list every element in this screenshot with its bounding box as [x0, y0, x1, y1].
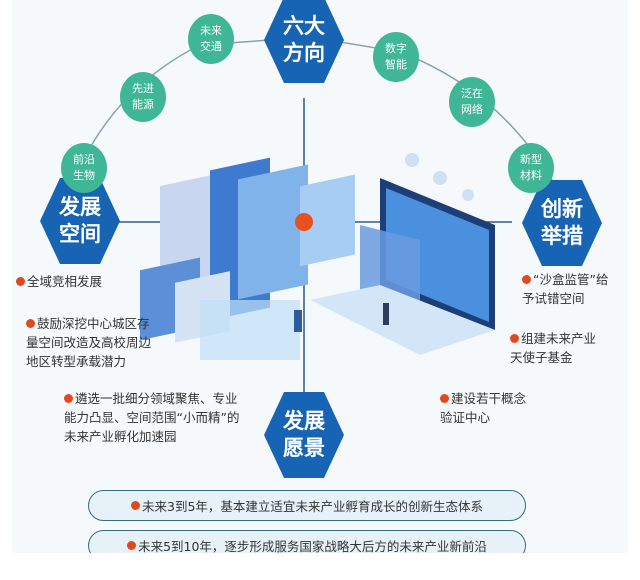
hex-label: 发展	[59, 195, 101, 219]
background	[12, 0, 628, 580]
space-item: 全域竞相发展	[16, 272, 102, 291]
vision-bar: 未来3到5年，基本建立适宜未来产业孵育成长的创新生态体系	[88, 490, 526, 521]
space-text: 能力凸显、空间范围“小而精”的	[64, 410, 240, 425]
bullet-icon	[64, 394, 73, 403]
illustration-left-screens	[140, 157, 355, 360]
direction-label: 网络	[461, 103, 483, 116]
bullet-icon	[26, 319, 35, 328]
innovation-item: 组建未来产业天使子基金	[510, 329, 596, 367]
direction-label: 新型	[520, 153, 542, 166]
space-text: 遴选一批细分领域聚焦、专业	[75, 391, 238, 406]
bullet-icon	[16, 277, 25, 286]
space-item: 遴选一批细分领域聚焦、专业能力凸显、空间范围“小而精”的未来产业孵化加速园	[64, 389, 239, 446]
innovation-item: 建设若干概念验证中心	[440, 389, 526, 427]
space-item: 鼓励深挖中心城区存量空间改造及高校周边地区转型承载潜力	[26, 314, 151, 371]
vision-text: 未来3到5年，基本建立适宜未来产业孵育成长的创新生态体系	[142, 499, 483, 514]
vision-text: 未来5到10年，逐步形成服务国家战略大后方的未来产业新前沿	[138, 539, 487, 554]
direction-circle: 先进能源	[120, 72, 166, 122]
direction-label: 数字	[385, 42, 407, 55]
direction-label: 泛在	[461, 87, 483, 100]
hex-label: 愿景	[283, 436, 325, 460]
innovation-text: 验证中心	[440, 410, 491, 425]
hex-six-directions: 六大方向	[264, 0, 344, 83]
hex-label: 发展	[283, 409, 325, 433]
direction-circle: 前沿生物	[61, 143, 107, 193]
innovation-text: 予试错空间	[522, 291, 585, 306]
direction-label: 智能	[385, 58, 407, 71]
hex-label: 创新	[541, 197, 583, 221]
direction-label: 前沿	[73, 153, 95, 166]
bullet-icon	[131, 501, 141, 510]
direction-circle: 数字智能	[373, 32, 419, 82]
direction-circle: 未来交通	[188, 14, 234, 64]
space-text: 量空间改造及高校周边	[26, 335, 152, 350]
hex-label: 空间	[59, 222, 101, 246]
bullet-icon	[510, 334, 519, 343]
space-text: 未来产业孵化加速园	[64, 429, 177, 444]
direction-label: 未来	[200, 24, 222, 37]
bottom-cutoff	[0, 553, 640, 580]
innovation-text: 天使子基金	[510, 350, 573, 365]
direction-circle: 新型材料	[508, 143, 554, 193]
hex-development-vision: 发展愿景	[264, 392, 344, 478]
space-text: 鼓励深挖中心城区存	[37, 316, 150, 331]
innovation-text: 组建未来产业	[521, 331, 597, 346]
bullet-icon	[440, 394, 449, 403]
center-dot	[295, 213, 313, 231]
bullet-icon	[127, 541, 137, 550]
direction-label: 能源	[132, 98, 154, 111]
innovation-item: “沙盒监管”给予试错空间	[522, 270, 608, 308]
innovation-text: 建设若干概念	[451, 391, 527, 406]
hex-label: 方向	[283, 41, 325, 65]
direction-label: 先进	[132, 82, 154, 95]
bullet-icon	[522, 275, 531, 284]
direction-label: 生物	[73, 169, 95, 182]
direction-label: 材料	[520, 169, 542, 182]
illustration-laptop	[310, 153, 495, 355]
hex-label: 举措	[541, 224, 583, 248]
hex-label: 六大	[283, 14, 325, 38]
direction-label: 交通	[200, 40, 222, 53]
direction-circle: 泛在网络	[449, 77, 495, 127]
innovation-text: “沙盒监管”给	[533, 272, 609, 287]
space-text: 全域竞相发展	[27, 274, 103, 289]
space-text: 地区转型承载潜力	[26, 354, 127, 369]
